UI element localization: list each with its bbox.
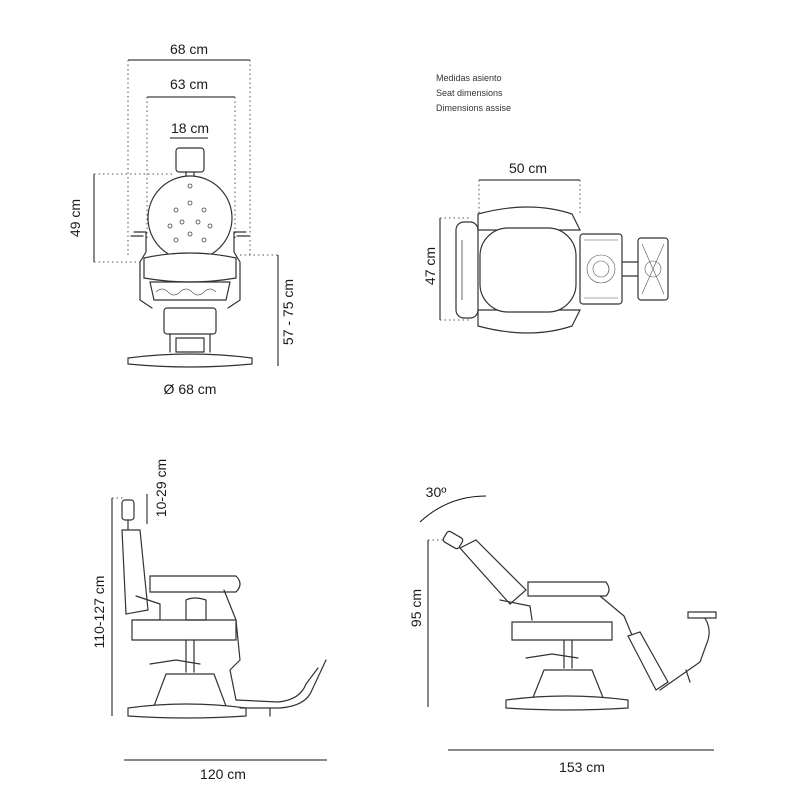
chair-top-drawing bbox=[455, 206, 669, 334]
chair-front-drawing bbox=[127, 147, 253, 368]
seat-reclined-shape bbox=[511, 621, 613, 641]
note-medidas-asiento: Medidas asiento bbox=[436, 73, 502, 83]
label-total-height: 110-127 cm bbox=[91, 576, 107, 649]
seat-side-shape bbox=[131, 619, 237, 641]
label-headrest-adjust: 10-29 cm bbox=[153, 459, 169, 517]
side-view: 10-29 cm 110-127 cm 120 cm bbox=[91, 459, 327, 782]
chair-reclined-drawing bbox=[442, 530, 717, 711]
label-recline-angle: 30º bbox=[426, 484, 447, 500]
note-seat-dimensions: Seat dimensions bbox=[436, 88, 503, 98]
backrest-shape bbox=[147, 175, 233, 261]
label-seat-depth: 47 cm bbox=[422, 247, 438, 285]
label-overall-width: 68 cm bbox=[170, 41, 208, 57]
note-dimensions-assise: Dimensions assise bbox=[436, 103, 511, 113]
headrest-shape bbox=[175, 147, 205, 173]
top-view: Medidas asiento Seat dimensions Dimensio… bbox=[422, 73, 669, 334]
label-armrest-width: 63 cm bbox=[170, 76, 208, 92]
label-reclined-length: 153 cm bbox=[559, 759, 605, 775]
chair-side-drawing bbox=[121, 499, 327, 719]
label-base-diameter: Ø 68 cm bbox=[164, 381, 217, 397]
angle-arc bbox=[419, 495, 487, 523]
seat-top-shape bbox=[479, 227, 577, 313]
label-backrest-height: 49 cm bbox=[67, 199, 83, 237]
label-reclined-height: 95 cm bbox=[408, 589, 424, 627]
label-seat-width: 50 cm bbox=[509, 160, 547, 176]
label-length: 120 cm bbox=[200, 766, 246, 782]
reclined-view: 30º 95 cm 153 cm bbox=[408, 484, 717, 775]
base-shape bbox=[127, 353, 253, 368]
label-headrest-width: 18 cm bbox=[171, 120, 209, 136]
label-seat-height: 57 - 75 cm bbox=[280, 279, 296, 345]
front-view: 68 cm 63 cm 18 cm 49 cm 57 - 75 cm bbox=[67, 41, 296, 397]
